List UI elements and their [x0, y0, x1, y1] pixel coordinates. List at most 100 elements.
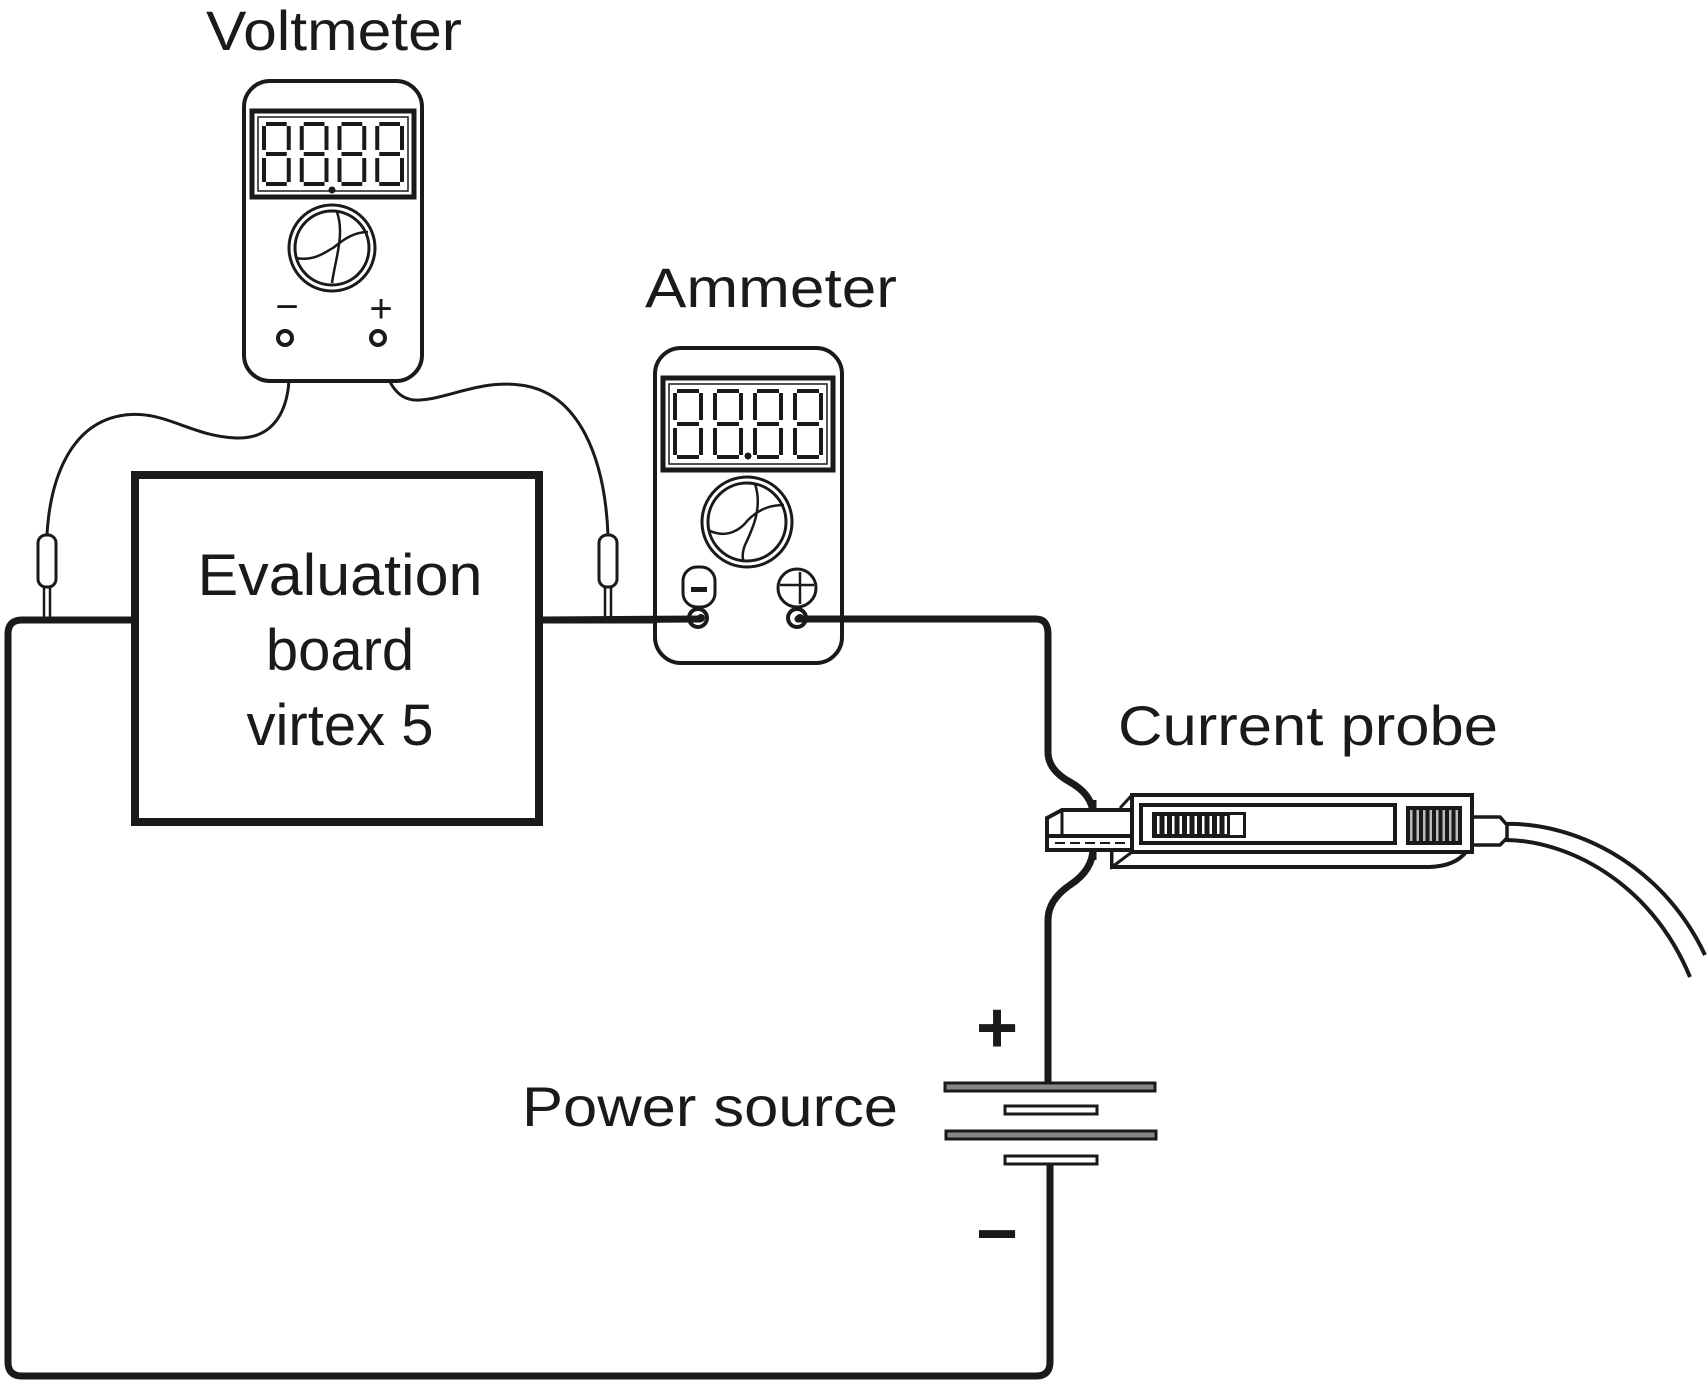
display-segment — [717, 389, 739, 393]
display-segment — [362, 158, 367, 182]
display-segment — [341, 182, 363, 186]
display-segment — [673, 428, 677, 455]
display-segment — [793, 428, 797, 455]
ridge-line — [1194, 816, 1197, 834]
display-segment — [677, 389, 699, 393]
circuit-wire-left-bottom — [4, 616, 1054, 1380]
display-segment — [341, 122, 363, 126]
display-segment — [299, 126, 304, 150]
ridge-line — [1442, 810, 1445, 841]
display-segment — [324, 126, 329, 150]
battery-minus-sign: − — [976, 1194, 1018, 1274]
display-segment — [262, 126, 266, 150]
display-segment — [324, 158, 329, 182]
display-segment — [362, 126, 367, 150]
battery-plate-long-2 — [944, 1129, 1158, 1141]
display-segment — [713, 428, 717, 455]
voltmeter-lead-negative — [45, 338, 291, 537]
probe-slider-ticks — [1157, 816, 1227, 834]
probe-cable — [1504, 821, 1707, 956]
ammeter-label: Ammeter — [645, 256, 897, 319]
display-segment — [266, 182, 287, 186]
ammeter-plus-label — [776, 567, 818, 609]
probe-grip — [1406, 806, 1462, 845]
display-segment — [400, 158, 404, 182]
voltmeter-positive-terminal — [369, 329, 387, 347]
board-label-line3: virtex 5 — [247, 693, 434, 758]
display-segment — [341, 152, 363, 156]
display-segment — [673, 393, 677, 420]
display-segment — [266, 152, 287, 156]
display-segment — [400, 126, 404, 150]
circuit-wire-ammeter-to-probe — [794, 615, 1097, 819]
display-segment — [779, 393, 783, 420]
display-segment — [286, 126, 291, 150]
display-segment — [819, 428, 823, 455]
wire-stub-ammeter-negative — [538, 615, 704, 624]
circuit-wire-probe-to-battery — [1044, 844, 1097, 1091]
display-segment — [739, 393, 743, 420]
display-segment — [757, 455, 779, 459]
ridge-line — [1179, 816, 1182, 834]
display-segment — [779, 428, 783, 455]
board-label-line2: board — [266, 618, 414, 683]
voltmeter-lead-positive — [376, 338, 610, 537]
display-segment — [753, 428, 757, 455]
ridge-line — [1455, 810, 1458, 841]
evaluation-board — [131, 471, 543, 826]
board-label-line1: Evaluation — [198, 543, 483, 608]
ridge-line — [1416, 810, 1419, 841]
voltmeter-label: Voltmeter — [206, 0, 462, 62]
probe-jaw — [1045, 808, 1134, 852]
ridge-line — [1436, 810, 1439, 841]
power-source-label: Power source — [522, 1075, 898, 1138]
ammeter — [653, 346, 844, 665]
display-segment — [699, 393, 703, 420]
display-segment — [299, 158, 304, 182]
display-segment — [739, 428, 743, 455]
probe-grip-ridges — [1410, 810, 1458, 841]
display-segment — [303, 182, 325, 186]
ridge-line — [1202, 816, 1205, 834]
ammeter-digits — [673, 389, 823, 459]
ridge-line — [1164, 816, 1167, 834]
ridge-line — [1429, 810, 1432, 841]
display-segment — [375, 126, 380, 150]
voltmeter-negative-terminal — [276, 329, 294, 347]
display-segment — [699, 428, 703, 455]
display-segment — [757, 422, 779, 426]
display-segment — [266, 122, 287, 126]
display-segment — [757, 389, 779, 393]
ammeter-dial — [700, 475, 794, 569]
ridge-line — [1224, 816, 1227, 834]
voltmeter-clip-left — [36, 533, 58, 618]
battery-plate-short-2 — [1003, 1154, 1099, 1166]
display-segment — [379, 152, 400, 156]
display-segment — [303, 152, 325, 156]
current-probe-label: Current probe — [1118, 694, 1498, 757]
ridge-line — [1423, 810, 1426, 841]
display-segment — [337, 126, 342, 150]
display-segment — [793, 393, 797, 420]
voltmeter-dial — [287, 203, 377, 293]
display-segment — [797, 422, 819, 426]
display-segment — [677, 455, 699, 459]
display-segment — [303, 122, 325, 126]
display-segment — [262, 158, 266, 182]
ridge-line — [1410, 810, 1413, 841]
ridge-line — [1187, 816, 1190, 834]
display-segment — [797, 389, 819, 393]
display-segment — [286, 158, 291, 182]
battery-plus-sign: + — [976, 988, 1018, 1068]
voltmeter-plus-sign: + — [369, 287, 392, 331]
display-segment — [677, 422, 699, 426]
battery-plate-long-1 — [943, 1081, 1157, 1093]
display-segment — [337, 158, 342, 182]
current-probe — [1045, 793, 1707, 978]
display-segment — [379, 182, 400, 186]
voltmeter-clip-right — [597, 533, 619, 618]
display-segment — [379, 122, 400, 126]
battery-plate-short-1 — [1003, 1104, 1099, 1116]
ridge-line — [1172, 816, 1175, 834]
